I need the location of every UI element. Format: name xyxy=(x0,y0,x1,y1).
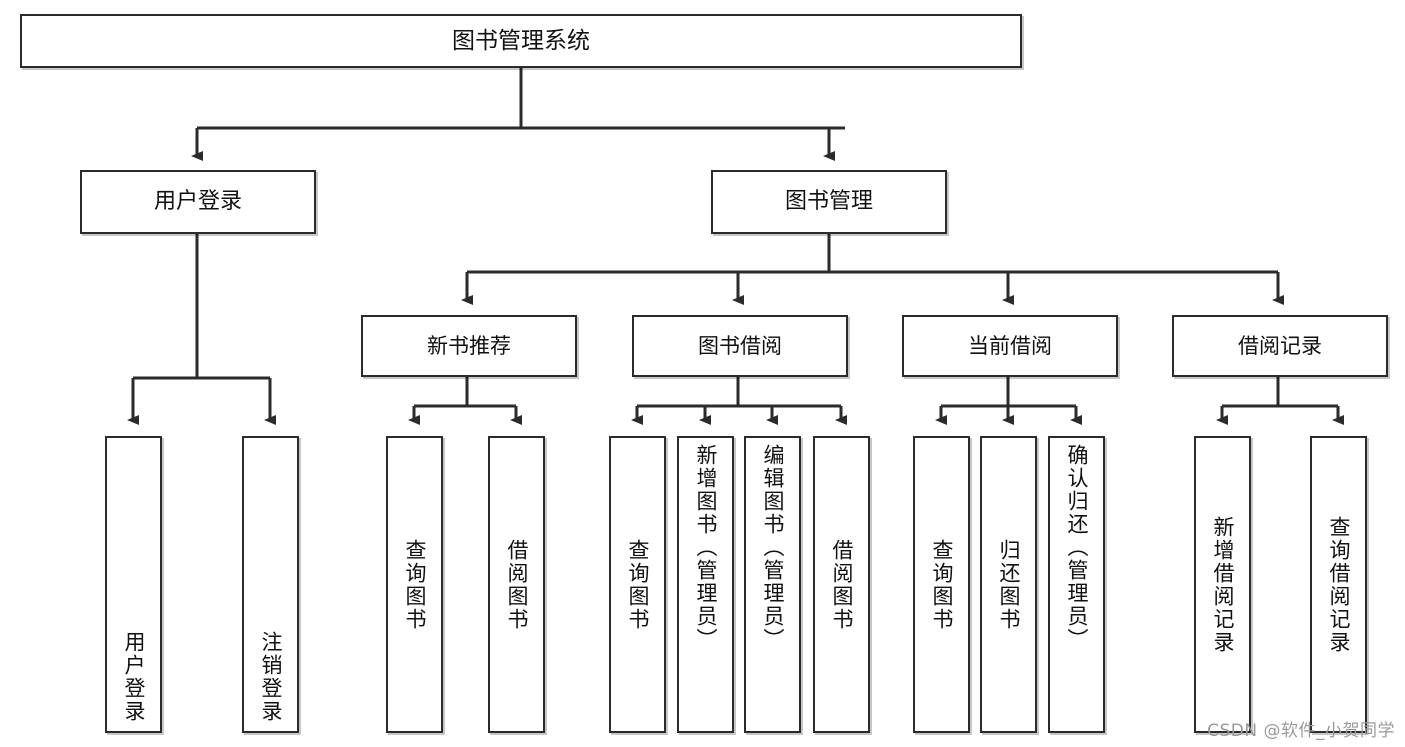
leaf-query-book-3-label: 查询图书 xyxy=(930,538,954,631)
leaf-confirm-return-admin-label: 确认归还（管理员） xyxy=(1065,444,1089,651)
node-book-manage-label: 图书管理 xyxy=(784,189,873,215)
leaf-query-book-1-label: 查询图书 xyxy=(403,538,427,631)
node-new-book-recommend-label: 新书推荐 xyxy=(427,333,511,358)
leaf-query-book-1[interactable]: 查询图书 xyxy=(386,436,443,733)
leaf-return-book[interactable]: 归还图书 xyxy=(980,436,1037,733)
leaf-logout-login[interactable]: 注销登录 xyxy=(242,436,299,733)
node-root-label: 图书管理系统 xyxy=(452,27,590,54)
node-borrow-record-label: 借阅记录 xyxy=(1238,333,1322,358)
leaf-query-borrow-record[interactable]: 查询借阅记录 xyxy=(1310,436,1367,733)
leaf-borrow-book-1[interactable]: 借阅图书 xyxy=(488,436,545,733)
leaf-query-book-3[interactable]: 查询图书 xyxy=(913,436,970,733)
leaf-logout-login-label: 注销登录 xyxy=(259,631,283,723)
node-new-book-recommend[interactable]: 新书推荐 xyxy=(361,315,577,377)
node-user-login-label: 用户登录 xyxy=(153,189,242,215)
leaf-edit-book-admin[interactable]: 编辑图书（管理员） xyxy=(744,436,801,733)
node-current-borrow-label: 当前借阅 xyxy=(968,333,1052,358)
leaf-query-borrow-record-label: 查询借阅记录 xyxy=(1327,515,1351,654)
leaf-borrow-book-1-label: 借阅图书 xyxy=(505,538,529,631)
node-book-manage[interactable]: 图书管理 xyxy=(711,170,947,234)
leaf-add-book-admin[interactable]: 新增图书（管理员） xyxy=(677,436,734,733)
leaf-add-borrow-record[interactable]: 新增借阅记录 xyxy=(1194,436,1251,733)
node-current-borrow[interactable]: 当前借阅 xyxy=(902,315,1118,377)
node-book-borrow-label: 图书借阅 xyxy=(698,333,782,358)
leaf-add-book-admin-label: 新增图书（管理员） xyxy=(694,444,718,651)
node-borrow-record[interactable]: 借阅记录 xyxy=(1172,315,1388,377)
leaf-user-login[interactable]: 用户登录 xyxy=(105,436,162,733)
leaf-return-book-label: 归还图书 xyxy=(997,538,1021,631)
node-user-login[interactable]: 用户登录 xyxy=(80,170,316,234)
node-book-borrow[interactable]: 图书借阅 xyxy=(632,315,848,377)
leaf-borrow-book-2-label: 借阅图书 xyxy=(830,538,854,631)
leaf-user-login-label: 用户登录 xyxy=(122,631,146,723)
leaf-query-book-2-label: 查询图书 xyxy=(626,538,650,631)
leaf-edit-book-admin-label: 编辑图书（管理员） xyxy=(761,444,785,651)
watermark-text: CSDN @软件_小贺同学 xyxy=(1207,721,1395,741)
leaf-add-borrow-record-label: 新增借阅记录 xyxy=(1211,515,1235,654)
leaf-confirm-return-admin[interactable]: 确认归还（管理员） xyxy=(1048,436,1105,733)
leaf-query-book-2[interactable]: 查询图书 xyxy=(609,436,666,733)
node-root[interactable]: 图书管理系统 xyxy=(20,14,1022,68)
leaf-borrow-book-2[interactable]: 借阅图书 xyxy=(813,436,870,733)
